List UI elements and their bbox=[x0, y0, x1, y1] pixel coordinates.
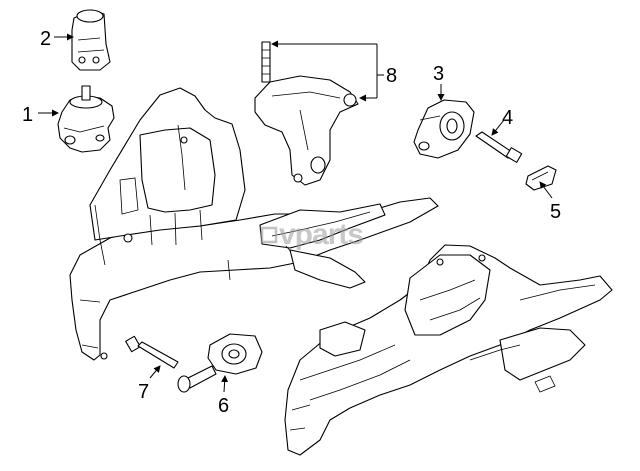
part-4-bolt bbox=[475, 131, 523, 163]
leader-lines bbox=[38, 33, 553, 393]
right-frame-rail bbox=[284, 244, 613, 456]
leader-4 bbox=[491, 119, 505, 136]
callout-8: 8 bbox=[386, 65, 397, 87]
leader-7 bbox=[149, 365, 161, 379]
watermark-text: vparts bbox=[279, 218, 363, 251]
part-2-bracket bbox=[71, 9, 111, 71]
callout-7: 7 bbox=[138, 381, 149, 403]
part-3-transmission-mount bbox=[413, 99, 475, 159]
callout-6: 6 bbox=[218, 395, 229, 417]
leader-6 bbox=[221, 375, 229, 393]
callout-2: 2 bbox=[40, 28, 51, 50]
left-frame-rail bbox=[69, 87, 439, 361]
part-6-torque-rod bbox=[177, 333, 263, 393]
leader-5 bbox=[539, 181, 553, 199]
part-7-bolt bbox=[125, 335, 179, 369]
callout-1: 1 bbox=[22, 104, 33, 126]
watermark-logo-icon bbox=[260, 226, 278, 244]
part-1-engine-mount bbox=[57, 85, 115, 153]
part-8-mount-bracket bbox=[254, 41, 359, 186]
callout-5: 5 bbox=[550, 201, 561, 223]
callout-labels: 2 1 3 4 5 6 7 8 bbox=[22, 28, 561, 417]
callout-4: 4 bbox=[502, 107, 513, 129]
part-5-cap bbox=[525, 165, 557, 191]
callout-3: 3 bbox=[433, 63, 444, 85]
watermark: vparts bbox=[260, 218, 364, 251]
